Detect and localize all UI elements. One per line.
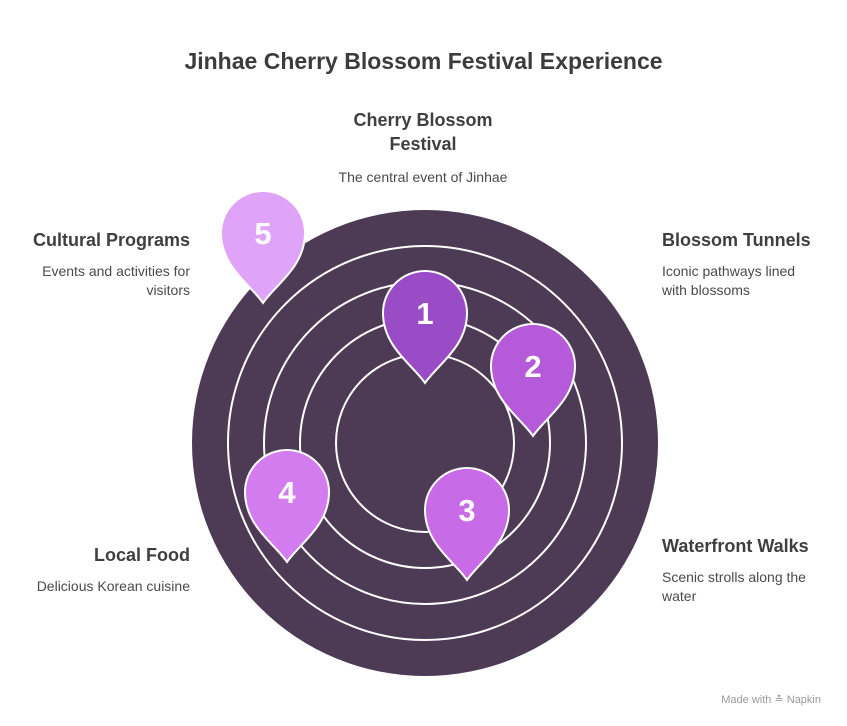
waterfront-walks-description: Scenic strolls along the water (662, 568, 842, 606)
ring-4 (227, 245, 623, 641)
watermark-brand: Napkin (786, 694, 821, 706)
label-blossom-tunnels: Blossom Tunnels Iconic pathways lined wi… (662, 228, 842, 300)
napkin-logo-icon: ≛ (774, 694, 784, 706)
cultural-programs-description: Events and activities for visitors (10, 262, 190, 300)
label-waterfront-walks: Waterfront Walks Scenic strolls along th… (662, 534, 842, 606)
pin-5-marker: 5 (219, 190, 307, 305)
pin-2-number: 2 (524, 349, 541, 384)
blossom-tunnels-desc-line2: with blossoms (662, 282, 750, 298)
pin-4-number: 4 (278, 475, 296, 510)
label-cultural-programs: Cultural Programs Events and activities … (10, 228, 190, 300)
cultural-programs-desc-line2: visitors (146, 282, 190, 298)
watermark[interactable]: Made with ≛ Napkin (721, 693, 821, 706)
pin-1-marker: 1 (381, 270, 469, 385)
blossom-tunnels-desc-line1: Iconic pathways lined (662, 263, 796, 279)
local-food-heading: Local Food (94, 545, 190, 565)
pin-5-number: 5 (254, 216, 271, 251)
center-heading-line2: Festival (389, 134, 457, 154)
cultural-programs-desc-line1: Events and activities for (42, 263, 190, 279)
label-local-food: Local Food Delicious Korean cuisine (10, 543, 190, 596)
blossom-tunnels-heading: Blossom Tunnels (662, 230, 811, 250)
pin-3-shape (423, 467, 511, 582)
waterfront-walks-desc-line1: Scenic strolls along the (662, 569, 806, 585)
center-heading-line1: Cherry Blossom (353, 110, 493, 130)
pin-5-shape (219, 190, 307, 305)
watermark-text: Made with (721, 694, 772, 706)
center-description: The central event of Jinhae (338, 169, 508, 185)
center-label: Cherry Blossom Festival The central even… (273, 108, 573, 187)
pin-3-number: 3 (458, 493, 475, 528)
pin-4-marker: 4 (243, 449, 331, 564)
waterfront-walks-desc-line2: water (662, 588, 697, 604)
diagram-title: Jinhae Cherry Blossom Festival Experienc… (184, 48, 663, 74)
pin-1-number: 1 (416, 296, 433, 331)
pin-3-marker: 3 (423, 467, 511, 582)
pin-2-shape (489, 323, 577, 438)
blossom-tunnels-description: Iconic pathways lined with blossoms (662, 262, 842, 300)
pin-2-marker: 2 (489, 323, 577, 438)
pin-1-shape (381, 270, 469, 385)
waterfront-walks-heading: Waterfront Walks (662, 536, 809, 556)
cultural-programs-heading: Cultural Programs (32, 230, 190, 250)
local-food-description: Delicious Korean cuisine (10, 577, 190, 596)
pin-4-shape (243, 449, 331, 564)
local-food-desc-line1: Delicious Korean cuisine (36, 578, 190, 594)
